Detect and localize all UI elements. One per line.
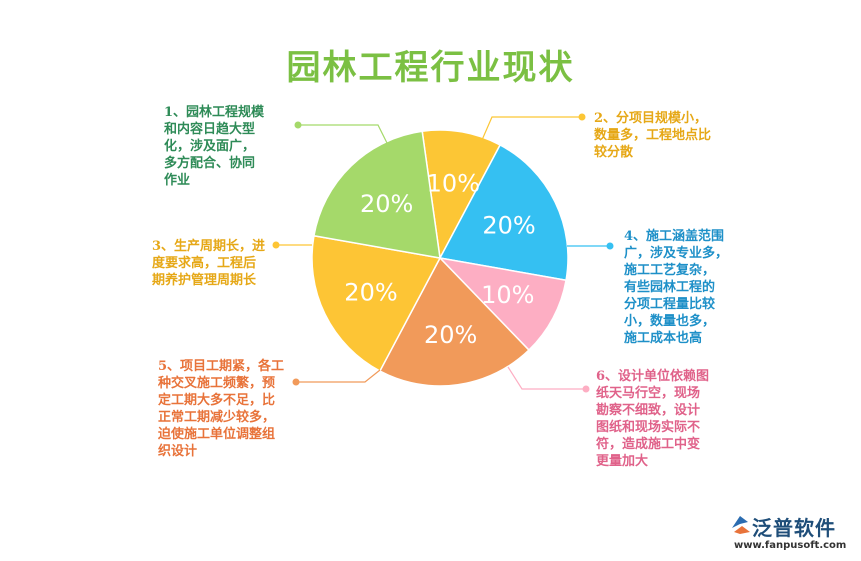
pie-slice-2 xyxy=(438,143,569,282)
note-6: 6、设计单位依赖图 纸天马行空，现场 勘察不细致，设计 图纸和现场实际不 符，造… xyxy=(596,369,710,469)
slice-label-6: 20% xyxy=(360,190,413,218)
brand-logo: 泛普软件 www.fanpusoft.com xyxy=(728,512,856,556)
leader-line-5 xyxy=(296,369,381,383)
slice-label-4: 20% xyxy=(424,321,477,349)
pie-slice-3 xyxy=(437,256,567,352)
note-5: 5、项目工期紧，各工 种交叉施工频繁，预 定工期大多不足，比 正常工期减少较多，… xyxy=(158,359,285,459)
leader-dot-1 xyxy=(294,121,302,129)
pie-slice-6 xyxy=(313,130,441,259)
pie-slice-5 xyxy=(311,234,442,373)
leader-dot-2 xyxy=(578,113,586,121)
leader-line-2 xyxy=(481,116,582,141)
slice-label-3: 10% xyxy=(481,281,534,309)
note-4: 4、施工涵盖范围 广，涉及专业多， 施工工艺复杂， 有些园林工程的 分项工程量比… xyxy=(624,229,729,346)
logo-icon xyxy=(732,516,750,534)
leader-line-6 xyxy=(507,366,586,390)
leader-dot-5 xyxy=(292,378,300,386)
note-1: 1、园林工程规模 和内容日趋大型 化，涉及面广， 多方配合、协同 作业 xyxy=(164,105,265,188)
logo-name: 泛普软件 xyxy=(752,516,836,540)
pie-slice-1 xyxy=(421,129,502,261)
pie-slice-4 xyxy=(378,256,530,387)
slice-label-1: 10% xyxy=(427,169,480,197)
leader-line-1 xyxy=(298,124,389,146)
note-3: 3、生产周期长，进 度要求高，工程后 期养护管理周期长 xyxy=(152,239,266,288)
note-2: 2、分项目规模小， 数量多，工程地点比 较分散 xyxy=(594,111,712,160)
leader-dot-3 xyxy=(272,241,280,249)
page-title: 园林工程行业现状 xyxy=(286,48,575,88)
leader-dot-4 xyxy=(606,242,614,250)
logo-url: www.fanpusoft.com xyxy=(734,540,847,551)
leader-dot-6 xyxy=(582,385,590,393)
slice-label-2: 20% xyxy=(482,211,535,239)
slice-label-5: 20% xyxy=(344,279,397,307)
